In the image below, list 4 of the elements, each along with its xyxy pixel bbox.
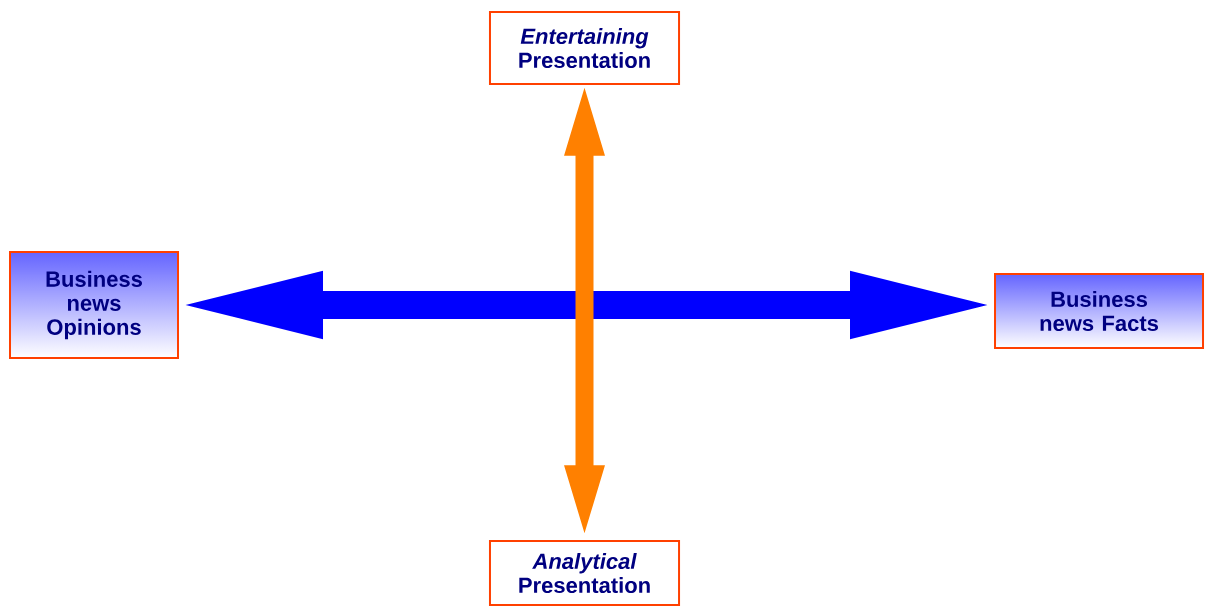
label-box: Entertaining Presentation [488, 11, 681, 85]
label-box: Business news Facts [994, 273, 1204, 349]
label-box: Business news Opinions [9, 251, 179, 359]
label-box: Analytical Presentation [488, 540, 681, 606]
